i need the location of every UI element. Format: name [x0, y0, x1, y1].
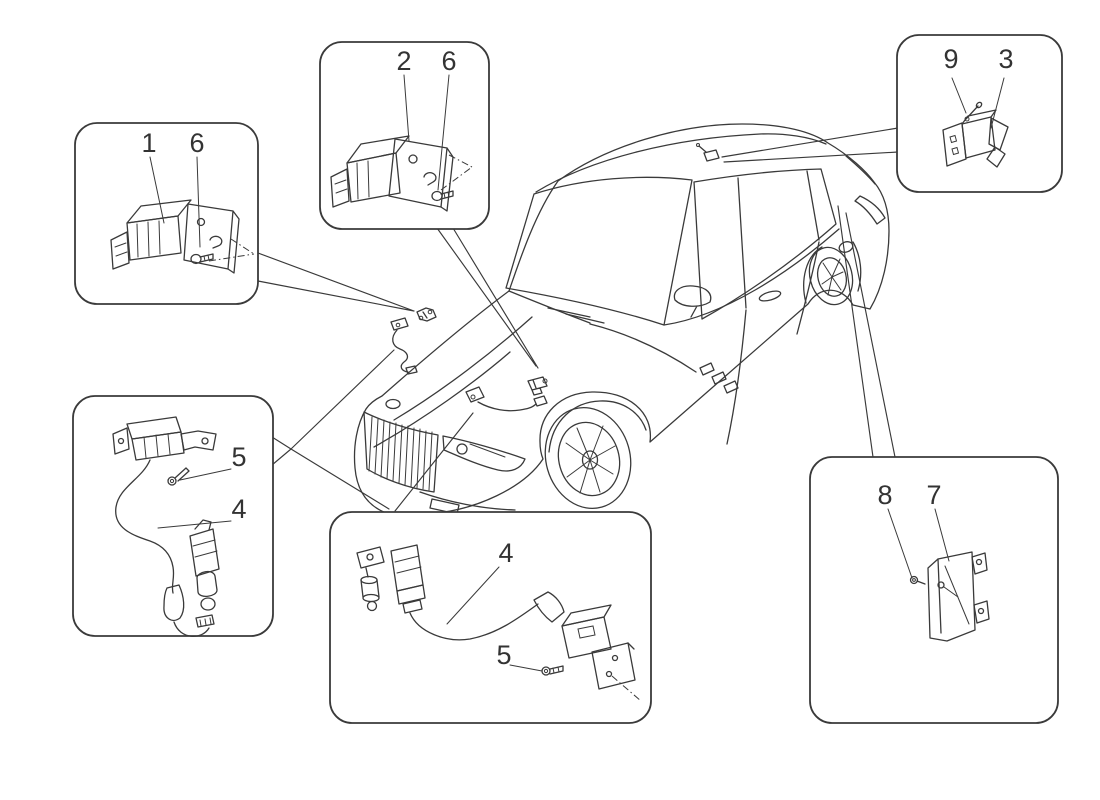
leader-line-box2 — [436, 227, 539, 369]
car-bumper-details — [419, 491, 516, 515]
leader-line-box6 — [837, 205, 896, 458]
callout-box-1-frame — [74, 122, 259, 305]
car-grille — [363, 398, 439, 493]
cowl-sensor-icon — [527, 376, 548, 396]
leader-line-box3 — [721, 127, 899, 163]
callout-box-5-frame — [329, 511, 652, 724]
part-number-label: 3 — [998, 44, 1013, 74]
headlight-harness-icon — [465, 386, 548, 412]
car-front-wheel — [544, 406, 632, 510]
car-b-pillar — [737, 170, 820, 309]
car-fender-line — [589, 323, 697, 373]
car-body-outline — [353, 123, 890, 516]
part-number-label: 1 — [141, 128, 156, 158]
part-abs-sensor-rear-illustration — [356, 544, 642, 702]
leader-lines — [257, 127, 899, 512]
part-roof-sensor-illustration — [942, 101, 1009, 168]
part-number-label: 7 — [926, 480, 941, 510]
leader-line-box4 — [271, 349, 395, 510]
callout-box-1: 1 6 — [74, 122, 259, 305]
leader-line-box5 — [394, 412, 474, 512]
car-beltline — [663, 228, 840, 326]
car-illustration — [353, 123, 890, 516]
number-tick — [951, 77, 1005, 129]
roof-sensor-icon — [696, 143, 720, 162]
callout-box-6: 8 7 — [809, 456, 1059, 724]
car-logo — [385, 398, 401, 410]
hood-harness-icon — [390, 317, 418, 375]
part-control-unit-illustration — [909, 551, 990, 642]
car-windshield — [505, 176, 693, 326]
leader-line-box1 — [257, 252, 415, 312]
number-tick — [887, 508, 950, 579]
screw-icon — [909, 575, 926, 585]
part-number-label: 6 — [441, 46, 456, 76]
callout-box-3: 9 3 — [896, 34, 1063, 193]
car-mirror — [673, 285, 712, 318]
part-number-label: 8 — [877, 480, 892, 510]
callout-box-6-frame — [809, 456, 1059, 724]
car-headlight — [442, 435, 526, 472]
car-front-arch-inner — [548, 400, 647, 453]
callout-box-2-frame — [319, 41, 490, 230]
screw-icon — [167, 467, 190, 486]
callout-box-4-frame — [72, 395, 274, 637]
screw-icon — [431, 190, 454, 202]
car-side-glass — [693, 168, 837, 320]
car-fender-vents — [699, 362, 739, 394]
part-number-label: 4 — [231, 494, 246, 524]
callout-box-2: 2 6 — [319, 41, 490, 230]
part-number-label: 5 — [496, 640, 511, 670]
number-tick — [149, 156, 201, 248]
number-tick — [446, 566, 543, 672]
hood-sensor-icon — [416, 307, 437, 322]
car-rear-crease — [845, 155, 876, 292]
screw-icon — [964, 101, 983, 122]
car-wiper-marks — [547, 307, 605, 324]
number-tick — [403, 74, 450, 191]
part-abs-sensor-front-illustration — [112, 416, 220, 637]
callout-box-4: 5 4 — [72, 395, 274, 637]
car-door-handle — [758, 290, 782, 302]
screw-icon — [190, 253, 214, 265]
callout-box-5: 4 5 — [329, 511, 652, 724]
car-rear-arch — [803, 246, 823, 304]
part-number-label: 6 — [189, 128, 204, 158]
car-hood-creases — [373, 290, 591, 448]
car-rear-wheel — [808, 246, 854, 306]
part-number-label: 5 — [231, 442, 246, 472]
car-roof-line — [535, 133, 827, 193]
car-grille-bars — [368, 416, 433, 491]
part-number-label: 9 — [943, 44, 958, 74]
part-sensor-bracket-illustration — [110, 199, 255, 274]
number-tick — [157, 468, 232, 529]
part-number-label: 2 — [396, 46, 411, 76]
car-taillight — [854, 195, 886, 225]
part-number-label: 4 — [498, 538, 513, 568]
